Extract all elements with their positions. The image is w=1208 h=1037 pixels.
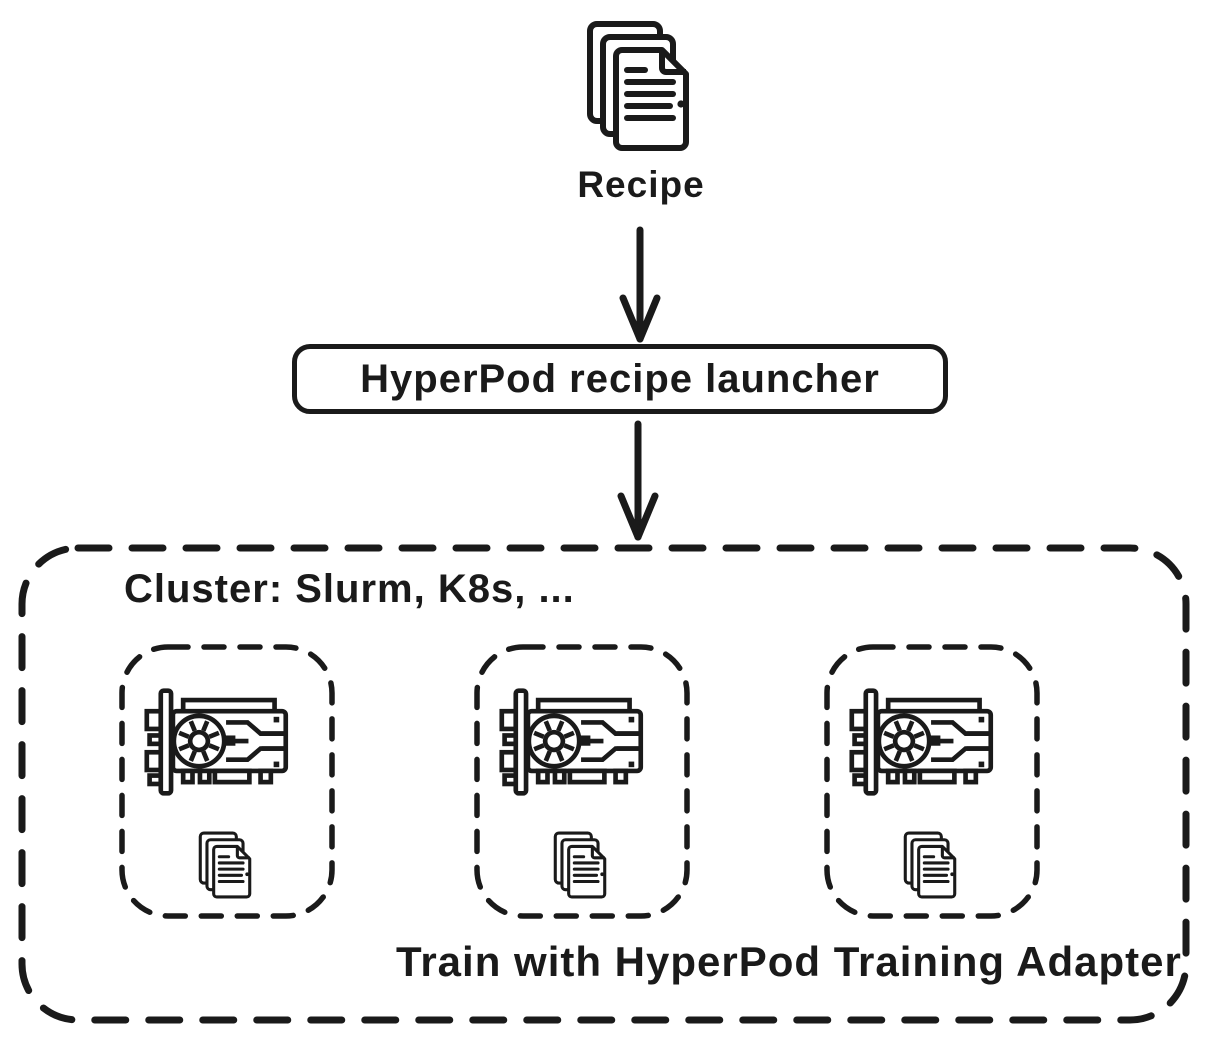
cluster-dashed-border <box>18 544 1190 1024</box>
node-dashed-border <box>474 644 690 919</box>
cluster-nodes <box>118 643 1041 920</box>
launcher-box: HyperPod recipe launcher <box>292 344 948 414</box>
gpu-card-icon <box>849 688 994 796</box>
gpu-node <box>473 643 691 920</box>
cluster-caption: Train with HyperPod Training Adapter <box>396 938 1182 985</box>
gpu-card-icon <box>144 688 289 796</box>
gpu-node <box>823 643 1041 920</box>
node-dashed-border <box>119 644 335 919</box>
arrow-down-icon <box>619 226 661 343</box>
documents-stack-icon <box>587 21 689 151</box>
gpu-node <box>118 643 336 920</box>
recipe-label: Recipe <box>577 164 705 205</box>
documents-stack-icon <box>553 831 607 899</box>
node-dashed-border <box>824 644 1040 919</box>
gpu-card-icon <box>499 688 644 796</box>
documents-stack-icon <box>903 831 957 899</box>
documents-stack-icon <box>198 831 252 899</box>
launcher-label: HyperPod recipe launcher <box>360 357 880 401</box>
cluster-label: Cluster: Slurm, K8s, ... <box>124 567 575 611</box>
arrow-down-icon <box>617 420 659 541</box>
